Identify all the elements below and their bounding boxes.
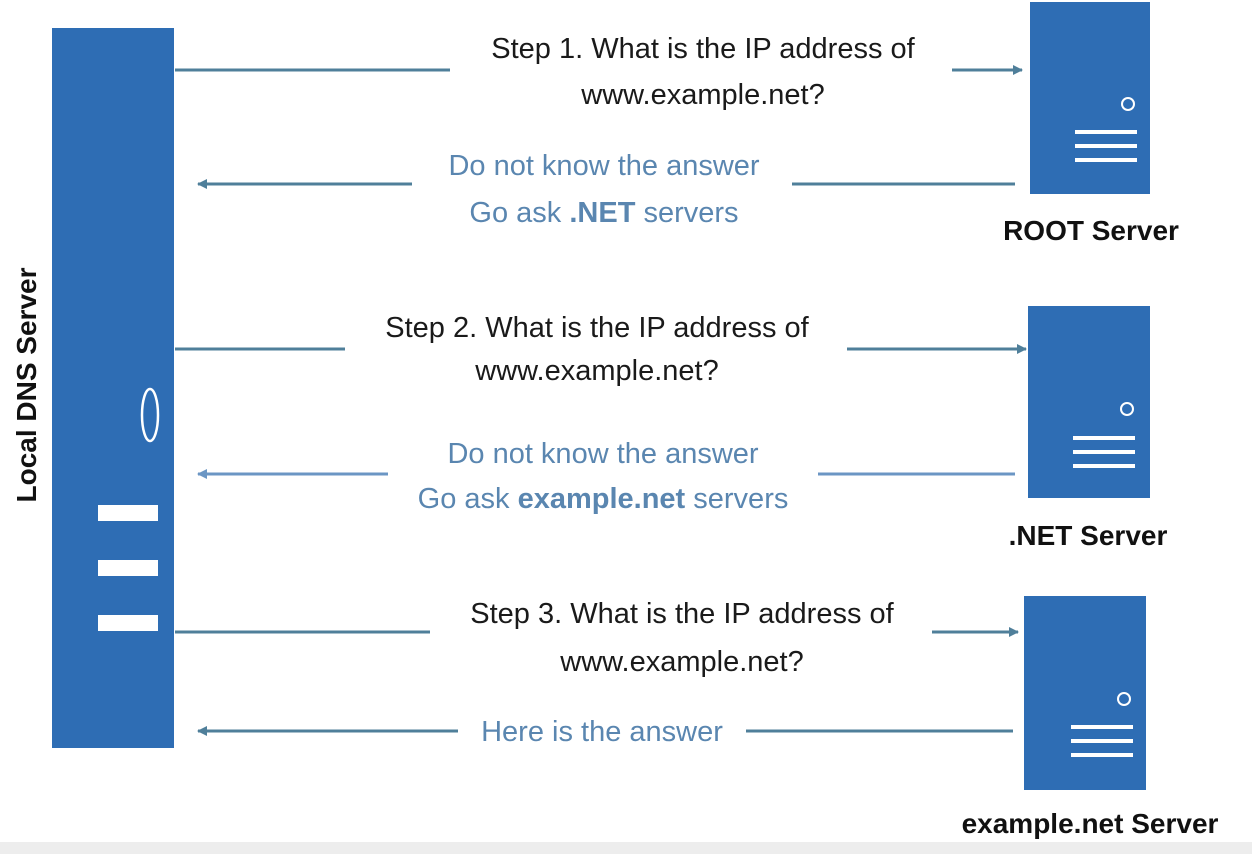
root-server-icon	[1030, 2, 1150, 194]
net-server-line-icon	[1073, 464, 1135, 468]
local-dns-server-label: Local DNS Server	[11, 267, 42, 502]
step3-query-text: Step 3. What is the IP address of	[470, 598, 894, 630]
step1-query-text: Step 1. What is the IP address of	[491, 33, 915, 65]
example-net-server-label: example.net Server	[962, 808, 1219, 839]
example-net-server-line-icon	[1071, 725, 1133, 729]
example-net-server-icon	[1024, 596, 1146, 790]
local-dns-server-slot-icon	[98, 560, 158, 576]
bottom-border	[0, 842, 1252, 854]
example-net-server-led-icon	[1117, 692, 1131, 706]
root-server-body	[1030, 2, 1150, 194]
net-server-led-icon	[1120, 402, 1134, 416]
step3-query-domain: www.example.net?	[559, 646, 803, 678]
step1-query-domain: www.example.net?	[580, 79, 824, 111]
step2-query-text: Step 2. What is the IP address of	[385, 312, 809, 344]
net-server-line-icon	[1073, 436, 1135, 440]
root-server-line-icon	[1075, 130, 1137, 134]
example-net-server-body	[1024, 596, 1146, 790]
step1-response-text: Do not know the answer	[448, 150, 759, 182]
net-server-body	[1028, 306, 1150, 498]
local-dns-server	[52, 28, 174, 748]
step2-query-domain: www.example.net?	[474, 355, 718, 387]
net-server-icon	[1028, 306, 1150, 498]
step1-response-detail: Go ask .NET servers	[469, 197, 738, 229]
example-net-server-line-icon	[1071, 753, 1133, 757]
local-dns-server-indicator-icon	[140, 387, 160, 443]
example-net-server-line-icon	[1071, 739, 1133, 743]
step2-response-text: Do not know the answer	[447, 438, 758, 470]
local-dns-server-slot-icon	[98, 505, 158, 521]
step2-response-detail: Go ask example.net servers	[418, 483, 789, 515]
root-server-label: ROOT Server	[1003, 215, 1179, 246]
local-dns-server-body	[52, 28, 174, 748]
root-server-line-icon	[1075, 144, 1137, 148]
net-server-label: .NET Server	[1009, 520, 1168, 551]
root-server-line-icon	[1075, 158, 1137, 162]
local-dns-server-slot-icon	[98, 615, 158, 631]
step3-response-text: Here is the answer	[481, 716, 723, 748]
root-server-led-icon	[1121, 97, 1135, 111]
net-server-line-icon	[1073, 450, 1135, 454]
